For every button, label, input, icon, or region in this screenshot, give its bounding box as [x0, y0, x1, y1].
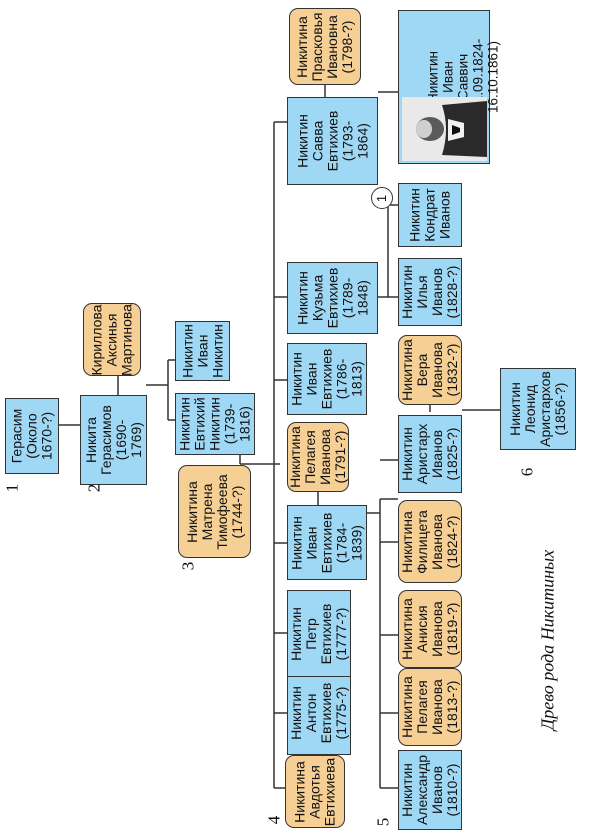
generation-label-5: 5 [373, 817, 393, 827]
generation-label-1: 1 [2, 483, 22, 493]
person-ivan-evtikhiev-1786[interactable]: Никитин Иван Евтихиев (1786- 1813) [287, 343, 367, 415]
person-anisiya-ivanova[interactable]: Никитина Анисия Иванова (1819-?) [398, 590, 462, 668]
person-savva-evtikhiev[interactable]: Никитин Савва Евтихиев (1793- 1864) [287, 97, 378, 185]
person-leonid-aristarkhov[interactable]: Никитин Леонид Аристархов (1856-?) [500, 368, 576, 450]
person-avdotya-evtikhieva[interactable]: Никитина Авдотья Евтихиева [285, 755, 345, 828]
person-praskovya-ivanovna[interactable]: Никитина Прасковья Ивановна (1798-?) [289, 8, 361, 85]
person-anton-evtikhiev[interactable]: Никитин Антон Евтихиев (1775-?) [287, 670, 351, 755]
person-aristarkh-ivanov[interactable]: Никитин Аристарх Иванов (1825-?) [398, 415, 462, 493]
person-filitseta-ivanova[interactable]: Никитина Филицета Иванова (1824-?) [398, 500, 462, 583]
person-gerasim[interactable]: Герасим (Около 1670-?) [5, 398, 59, 474]
person-kirillova-aksinya[interactable]: Кириллова Аксинья Мартинова [83, 303, 141, 376]
generation-label-4: 4 [264, 815, 284, 825]
person-ivan-savvich[interactable]: Никитин Иван Саввич (21.09.1824- 16.10.1… [398, 10, 501, 164]
person-ilya-ivanov[interactable]: Никитин Илья Иванов (1828-?) [398, 258, 462, 326]
reference-marker-1: 1 [371, 187, 393, 209]
person-nikita-gerasimov[interactable]: Никита Герасимов (1690- 1769) [80, 395, 147, 485]
person-pelageya-ivanova-1813[interactable]: Никитина Пелагея Иванова (1813-?) [398, 668, 462, 746]
generation-label-3: 3 [178, 561, 198, 571]
tree-caption: Древо рода Никитиных [537, 549, 558, 731]
person-kondrat-ivanov[interactable]: Никитин Кондрат Иванов [398, 183, 462, 247]
person-ivan-nikitin-gen3[interactable]: Никитин Иван Никитин [175, 321, 230, 381]
person-matrena-timofeeva[interactable]: Никитина Матрена Тимофеева (1744-?) [178, 465, 251, 558]
person-kuzma-evtikhiev[interactable]: Никитин Кузьма Евтихиев (1789- 1848) [287, 262, 378, 334]
portrait-image [402, 97, 487, 161]
person-vera-ivanova[interactable]: Никитина Вера Иванова (1832-?) [398, 335, 462, 405]
person-pelageya-ivanova-1791[interactable]: Никитина Пелагея Иванова (1791-?) [287, 422, 349, 492]
person-aleksandr-ivanov[interactable]: Никитин Александр Иванов (1810-?) [398, 750, 462, 830]
generation-label-2: 2 [84, 483, 104, 493]
person-petr-evtikhiev[interactable]: Никитин Петр Евтихиев (1777-?) [287, 590, 351, 677]
person-evtikhiy-nikitin[interactable]: Никитин Евтихий Никитин (1739- 1816) [175, 393, 255, 455]
person-ivan-evtikhiev-1784[interactable]: Никитин Иван Евтихиев (1784- 1839) [287, 505, 367, 580]
generation-label-6: 6 [517, 467, 537, 477]
